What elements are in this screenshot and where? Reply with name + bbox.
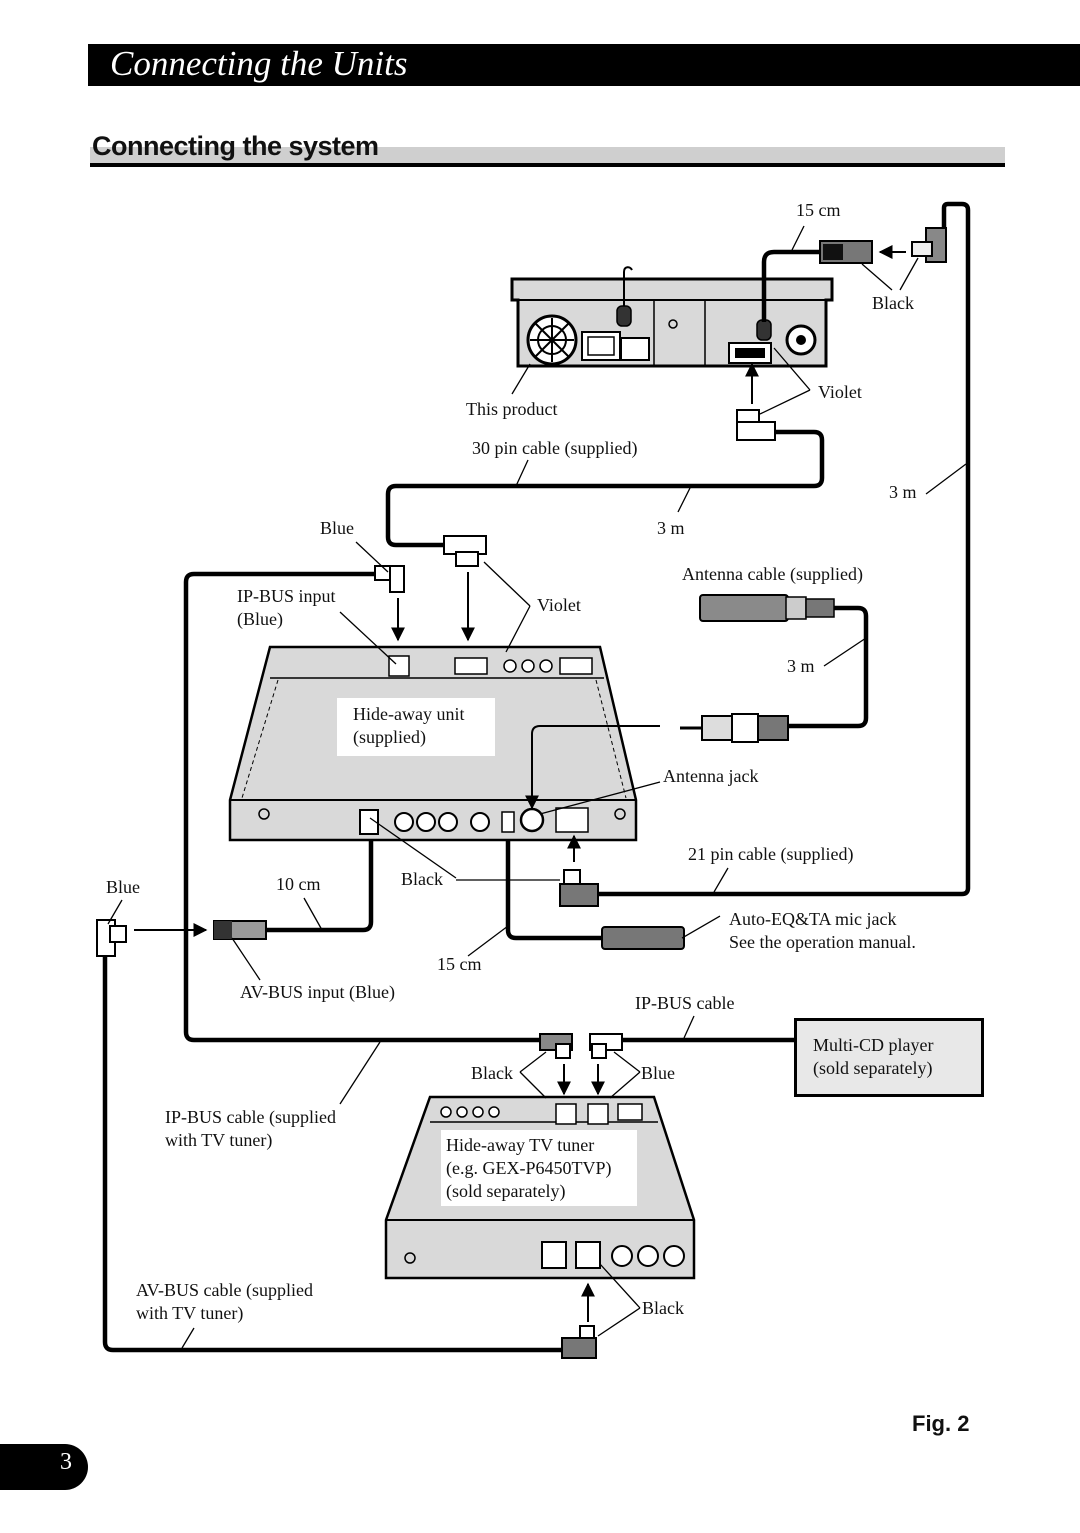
plug-blue-ipbus (374, 565, 405, 593)
cable-antenna (786, 605, 869, 729)
label-antenna-jack: Antenna jack (663, 766, 759, 786)
chapter-title: Connecting the Units (110, 44, 408, 83)
label-15cm-bottom: 15 cm (437, 954, 482, 974)
cable-10cm-avbus (266, 822, 374, 933)
label-mic-manual: See the operation manual. (729, 932, 916, 952)
label-multicd: Multi-CD player (813, 1035, 934, 1055)
plug-black-tuner-bottom (561, 1325, 597, 1359)
plug-violet-30pin (736, 409, 776, 441)
cable-mic-15cm (505, 820, 602, 941)
label-avbus-tv-cable-2: with TV tuner) (136, 1303, 244, 1323)
tv-tuner-label-box: Hide-away TV tuner (e.g. GEX-P6450TVP) (… (441, 1130, 637, 1206)
label-blue-ipbus: Blue (320, 518, 354, 538)
page-number: 3 (60, 1449, 72, 1475)
plug-blue-left (96, 919, 127, 957)
label-violet-top: Violet (818, 382, 862, 402)
head-unit-rear-panel (510, 277, 834, 368)
fan-icon (526, 314, 578, 366)
label-30pin-cable: 30 pin cable (supplied) (472, 438, 638, 458)
label-black-tuner: Black (471, 1063, 513, 1083)
antenna-jack-plug (680, 713, 789, 743)
label-ipbus-input: IP-BUS input (237, 586, 336, 606)
label-3m-mid: 3 m (657, 518, 685, 538)
label-blue-left: Blue (106, 877, 140, 897)
plug-violet-hideaway (443, 535, 487, 567)
label-avbus-input: AV-BUS input (Blue) (240, 982, 396, 1002)
label-antenna-cable: Antenna cable (supplied) (682, 564, 863, 584)
label-3m-right: 3 m (889, 482, 917, 502)
label-ipbus-tv-cable: IP-BUS cable (supplied (165, 1107, 336, 1127)
label-hideaway-unit: Hide-away unit (353, 704, 465, 724)
label-ipbus-input-blue: (Blue) (237, 609, 283, 629)
label-ipbus-cable: IP-BUS cable (635, 993, 735, 1013)
label-10cm: 10 cm (276, 874, 321, 894)
label-black-mid: Black (401, 869, 443, 889)
label-ipbus-tv-cable-2: with TV tuner) (165, 1130, 273, 1150)
label-blue-tuner: Blue (641, 1063, 675, 1083)
hideaway-unit-label-box: Hide-away unit (supplied) (337, 698, 495, 756)
label-3m-antenna: 3 m (787, 656, 815, 676)
plug-avbus-input (213, 920, 267, 940)
cable-avbus-tv (102, 955, 566, 1353)
label-this-product: This product (466, 399, 558, 419)
multi-cd-player-box: Multi-CD player (sold separately) (794, 1018, 984, 1097)
section-band (90, 147, 1005, 166)
label-hideaway-supplied: (supplied) (353, 727, 426, 747)
page-number-badge (0, 1444, 88, 1490)
label-mic-jack: Auto-EQ&TA mic jack (729, 909, 897, 929)
label-tv-tuner-model: (e.g. GEX-P6450TVP) (446, 1158, 612, 1178)
plug-black-15cm (819, 240, 873, 264)
plug-blue-tuner (589, 1033, 623, 1059)
label-black-top: Black (872, 293, 914, 313)
label-avbus-tv-cable: AV-BUS cable (supplied (136, 1280, 313, 1300)
label-21pin-cable: 21 pin cable (supplied) (688, 844, 854, 864)
plug-black-tuner (539, 1033, 573, 1059)
antenna-cable-plug (699, 594, 835, 622)
cable-main-loop (596, 201, 971, 897)
chapter-header-bar (88, 44, 1080, 86)
cable-30pin (385, 429, 825, 548)
label-tv-tuner-sold: (sold separately) (446, 1181, 566, 1201)
label-multicd-sold: (sold separately) (813, 1058, 933, 1078)
cable-15cm-black (761, 249, 825, 322)
plug-black-angled-top (911, 227, 947, 263)
antenna-ground-icon (785, 324, 817, 356)
label-violet-mid: Violet (537, 595, 581, 615)
label-tv-tuner: Hide-away TV tuner (446, 1135, 595, 1155)
cable-ipbus-tv (183, 571, 548, 1043)
mic-jack-plug (601, 926, 685, 950)
label-15cm-top: 15 cm (796, 200, 841, 220)
figure-label: Fig. 2 (912, 1411, 970, 1436)
section-rule (90, 163, 1005, 167)
plug-21pin (559, 869, 599, 907)
label-black-bottom: Black (642, 1298, 684, 1318)
section-title: Connecting the system (92, 131, 379, 161)
